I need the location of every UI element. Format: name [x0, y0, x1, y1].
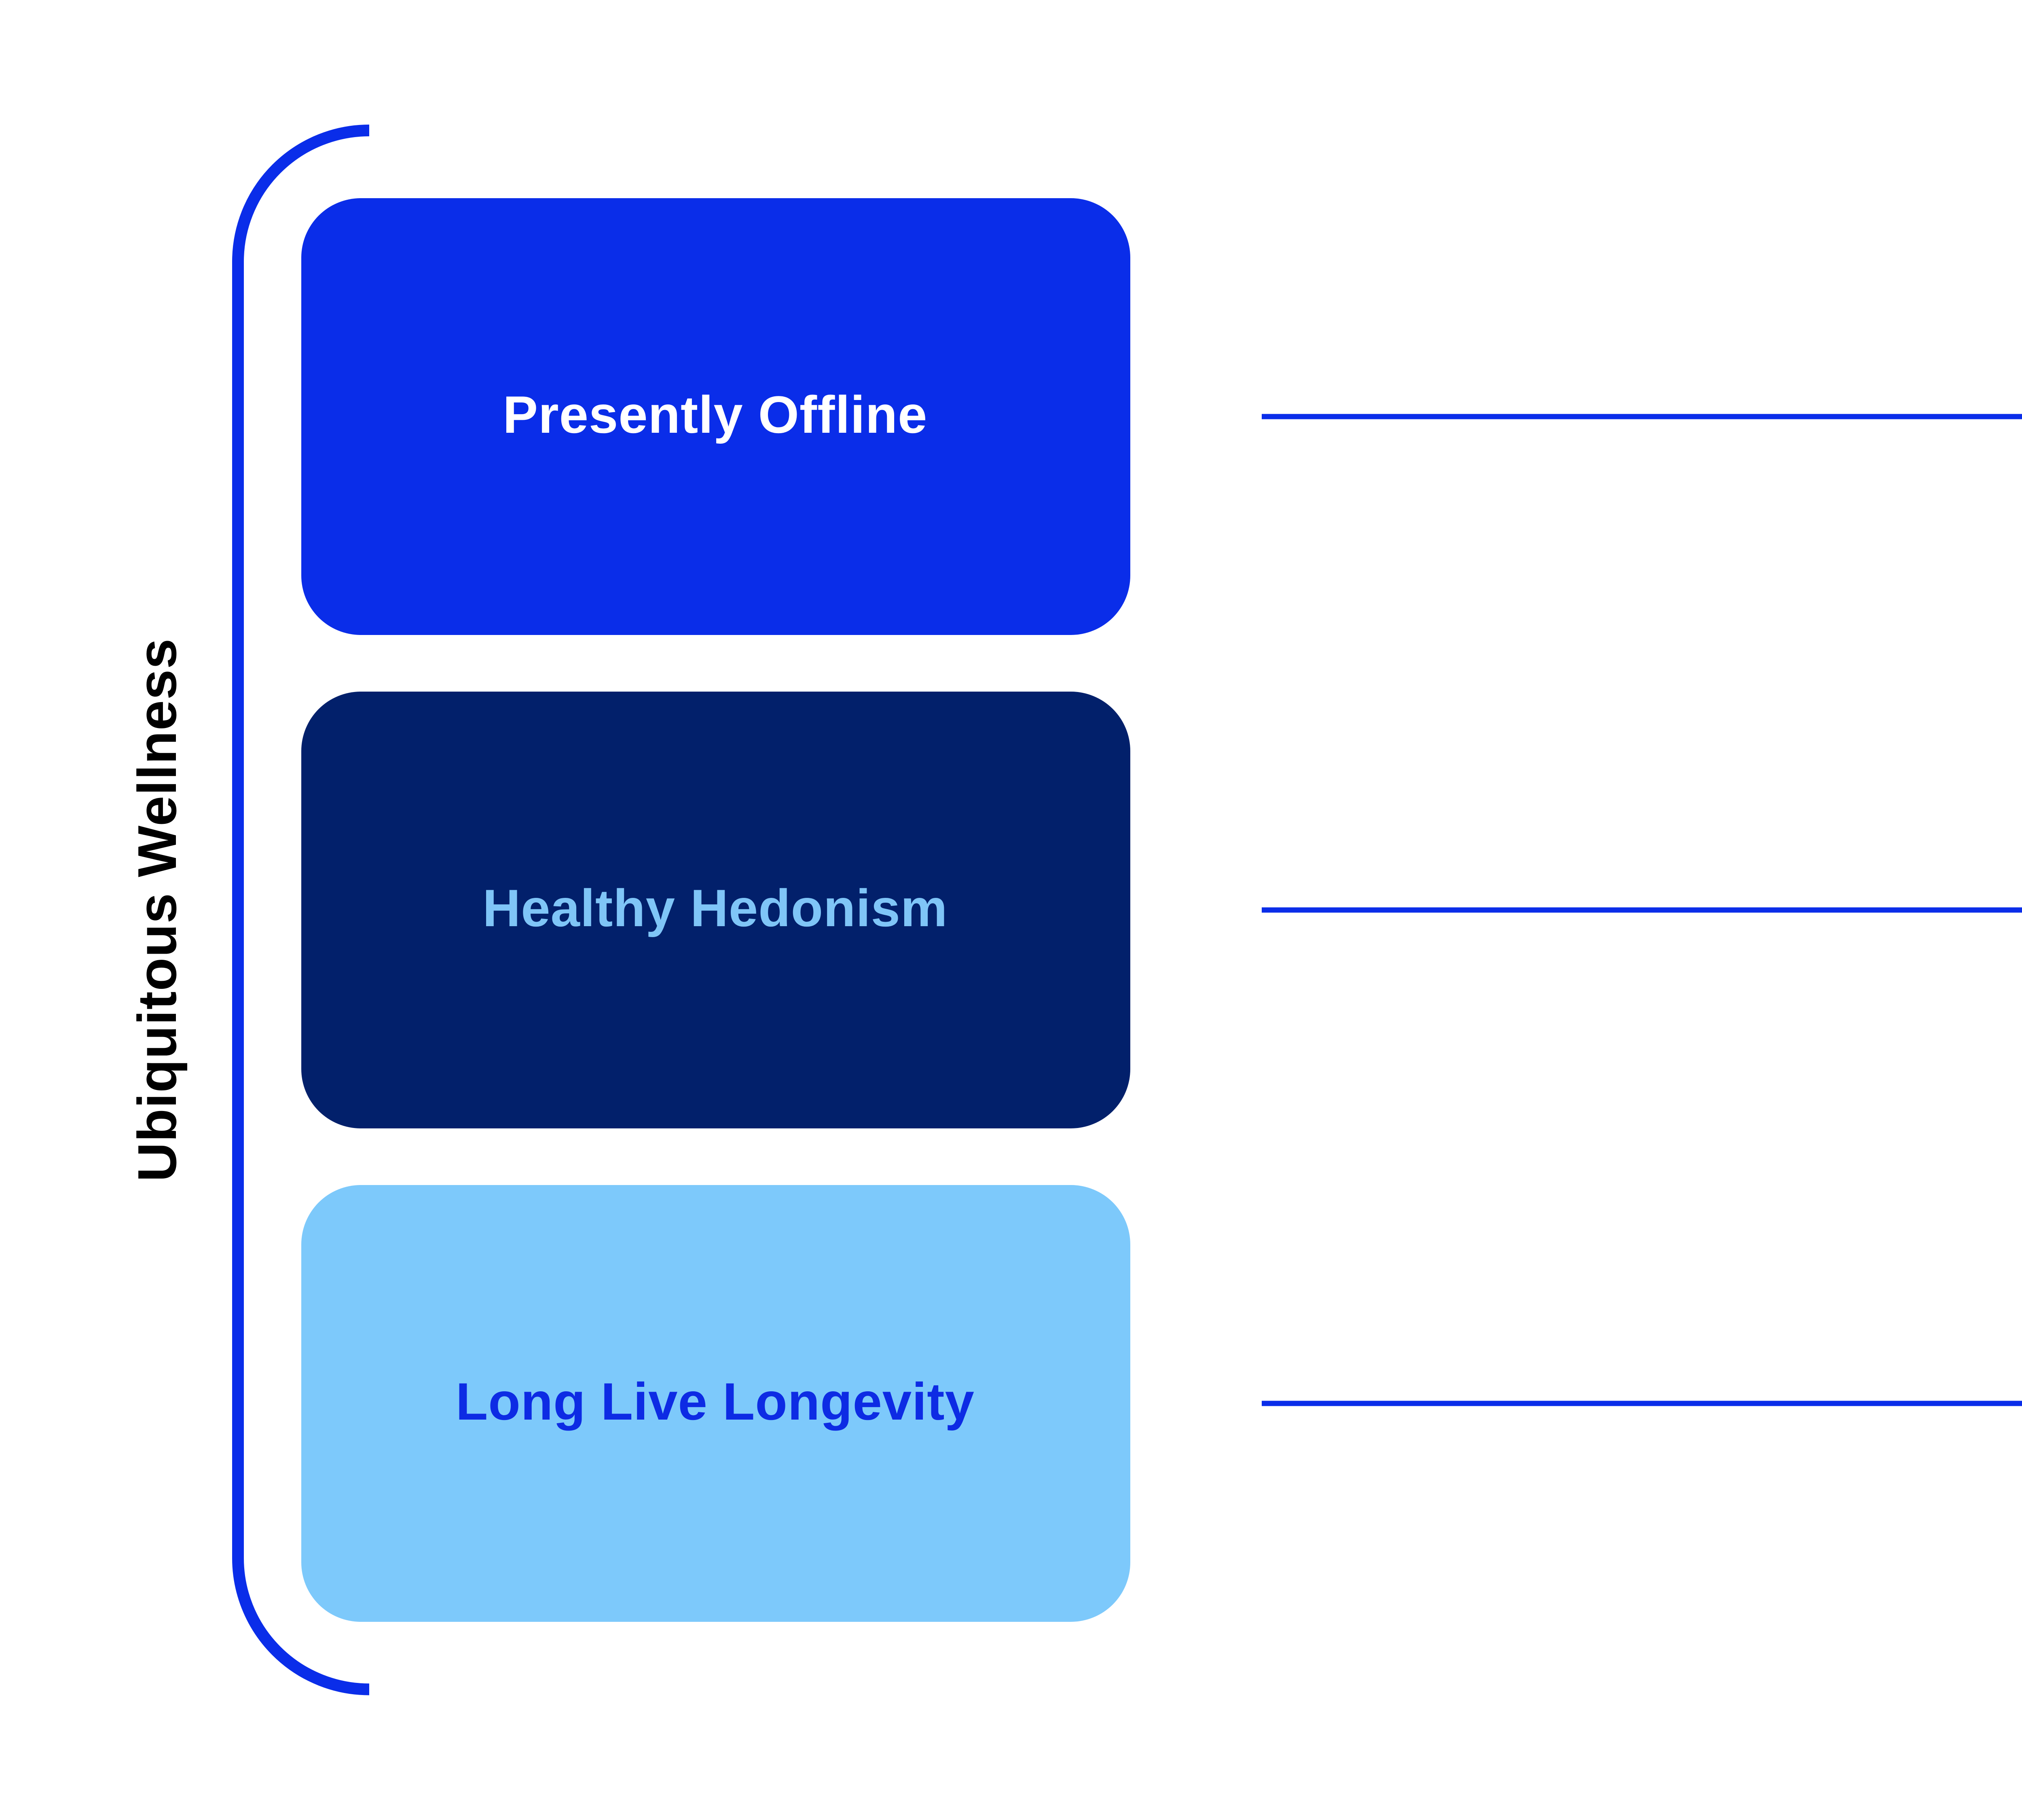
arrow-icon: [1262, 1401, 2022, 1406]
trend-box-label: Healthy Hedonism: [482, 878, 948, 939]
trend-box-long-live-longevity: Long Live Longevity: [300, 1184, 1129, 1622]
arrow-icon: [1262, 414, 2022, 419]
trend-box-healthy-hedonism: Healthy Hedonism: [300, 690, 1129, 1129]
trend-box-presently-offline: Presently Offline: [300, 197, 1129, 635]
trend-box-label: Presently Offline: [503, 385, 928, 446]
arrow-icon: [1262, 907, 2022, 913]
trend-box-label: Long Live Longevity: [455, 1371, 975, 1433]
bracket-icon: [232, 125, 370, 1695]
category-vertical-label: Ubiquitous Wellness: [127, 638, 188, 1182]
